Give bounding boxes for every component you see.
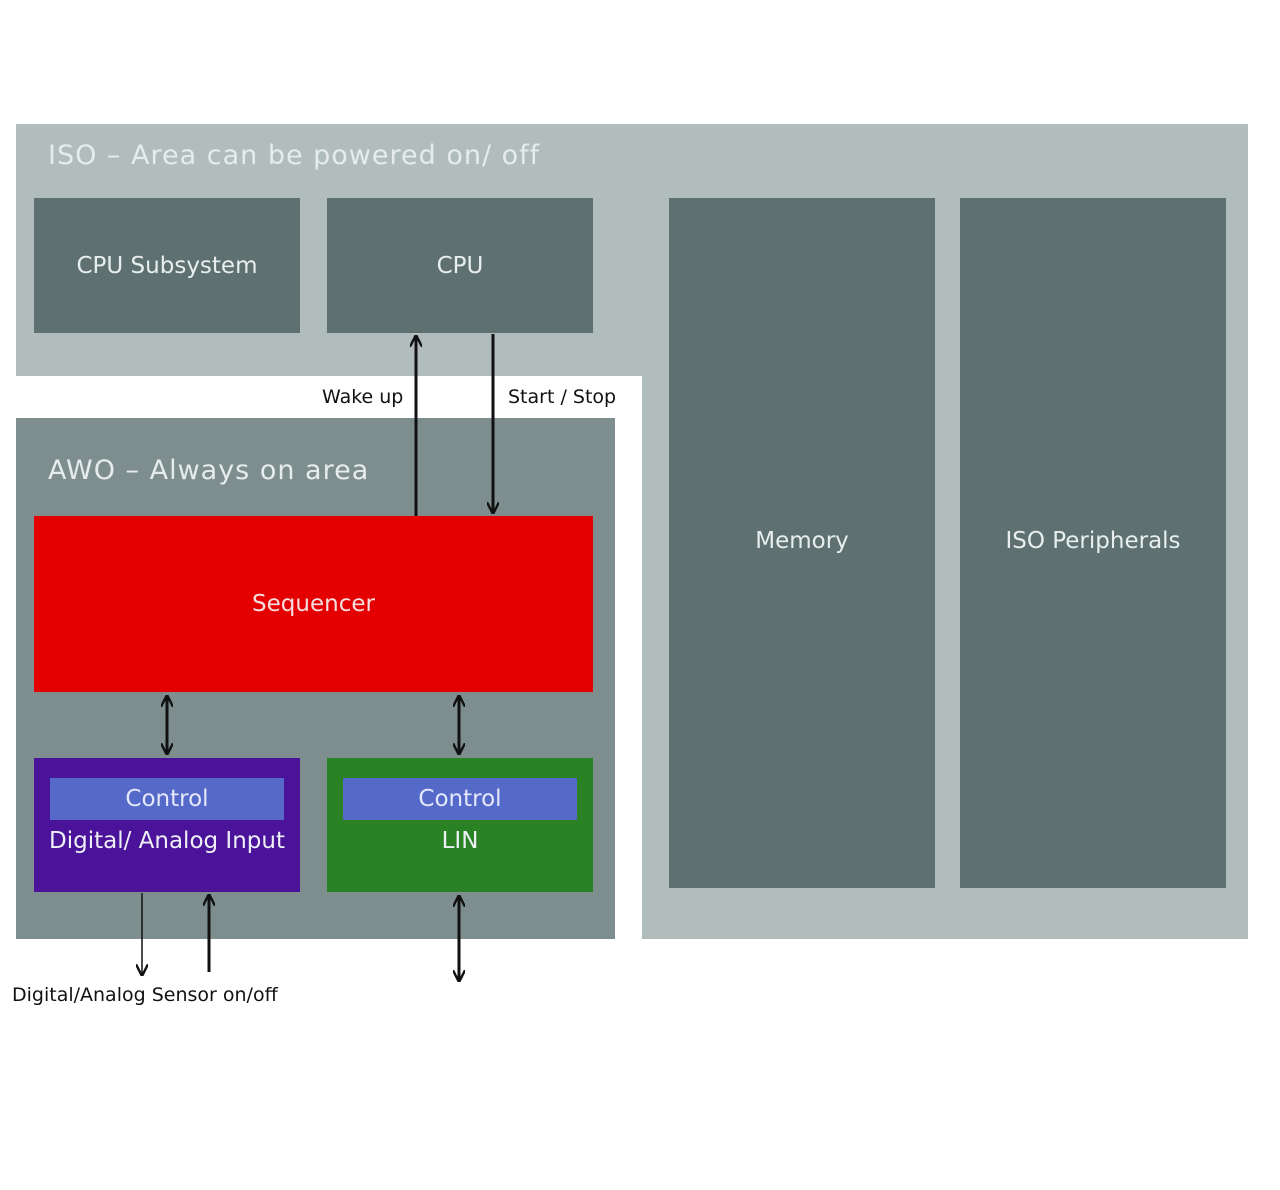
digital-analog-input-block: Control Digital/ Analog Input bbox=[34, 758, 300, 892]
iso-peripherals-block: ISO Peripherals bbox=[960, 198, 1226, 888]
awo-area-title: AWO – Always on area bbox=[48, 455, 370, 486]
start-stop-label: Start / Stop bbox=[508, 386, 617, 408]
lin-label: LIN bbox=[441, 828, 479, 854]
cpu-subsystem-block: CPU Subsystem bbox=[34, 198, 300, 333]
sensor-label: Digital/Analog Sensor on/off bbox=[12, 984, 278, 1006]
iso-area-title: ISO – Area can be powered on/ off bbox=[48, 140, 541, 171]
lin-block: Control LIN bbox=[327, 758, 593, 892]
lin-control-bar: Control bbox=[343, 778, 577, 820]
digital-input-control-bar: Control bbox=[50, 778, 284, 820]
memory-block: Memory bbox=[669, 198, 935, 888]
sequencer-block: Sequencer bbox=[34, 516, 593, 692]
cpu-block: CPU bbox=[327, 198, 593, 333]
wake-up-label: Wake up bbox=[322, 386, 404, 408]
digital-analog-input-label: Digital/ Analog Input bbox=[49, 828, 285, 854]
